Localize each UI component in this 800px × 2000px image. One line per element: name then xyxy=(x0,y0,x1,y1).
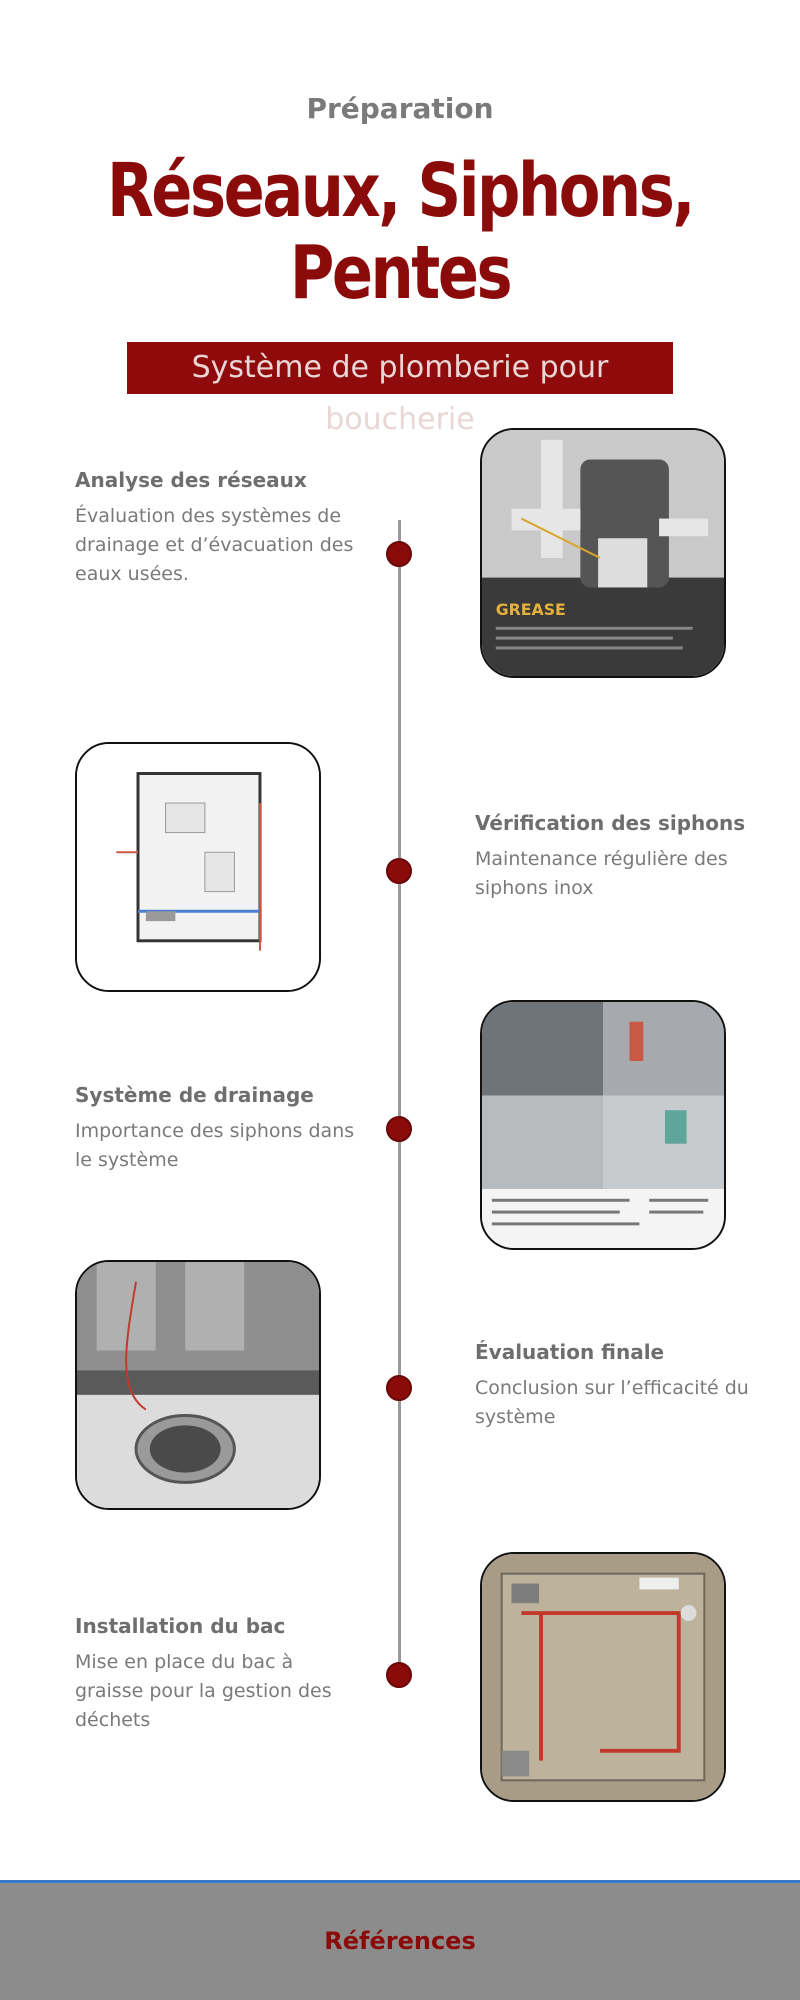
timeline-item-desc: Mise en place du bac à graisse pour la g… xyxy=(75,1651,332,1731)
grease-label: GREASE xyxy=(496,600,566,619)
timeline-dot-2 xyxy=(386,858,412,884)
plumbing-plan-image xyxy=(75,742,321,992)
grease-trap-image: GREASE xyxy=(480,428,726,678)
timeline-item-title: Évaluation finale xyxy=(475,1340,665,1364)
timeline-dot-5 xyxy=(386,1662,412,1688)
page-title-line2: Pentes xyxy=(289,230,513,316)
timeline-item-3: Système de drainage Importance des sipho… xyxy=(75,1083,365,1175)
timeline-item-title: Installation du bac xyxy=(75,1614,286,1638)
timeline-item-desc: Importance des siphons dans le système xyxy=(75,1120,355,1171)
timeline-item-1: Analyse des réseaux Évaluation des systè… xyxy=(75,468,365,589)
stainless-siphon-panel-image xyxy=(480,1000,726,1250)
timeline-item-title: Vérification des siphons xyxy=(475,811,746,835)
footer: Références xyxy=(0,1880,800,2000)
timeline-item-5: Installation du bac Mise en place du bac… xyxy=(75,1614,365,1735)
timeline-dot-3 xyxy=(386,1116,412,1142)
timeline-item-4: Évaluation finale Conclusion sur l’effic… xyxy=(475,1340,765,1432)
timeline-line xyxy=(398,520,401,1680)
timeline-dot-1 xyxy=(386,541,412,567)
timeline-item-title: Système de drainage xyxy=(75,1083,314,1107)
timeline-item-desc: Maintenance régulière des siphons inox xyxy=(475,848,728,899)
timeline-dot-4 xyxy=(386,1375,412,1401)
page-subtitle-banner: Système de plomberie pour boucherie xyxy=(127,342,673,437)
section-kicker: Préparation xyxy=(306,92,494,125)
timeline-item-desc: Conclusion sur l’efficacité du système xyxy=(475,1377,749,1428)
timeline-item-title: Analyse des réseaux xyxy=(75,468,307,492)
timeline-item-2: Vérification des siphons Maintenance rég… xyxy=(475,811,765,903)
page-title: Réseaux, Siphons, Pentes xyxy=(72,150,728,314)
page-title-line1: Réseaux, Siphons, xyxy=(107,148,695,234)
timeline-item-desc: Évaluation des systèmes de drainage et d… xyxy=(75,505,354,585)
floor-drain-image xyxy=(75,1260,321,1510)
references-link[interactable]: Références xyxy=(324,1927,476,1955)
room-piping-image xyxy=(480,1552,726,1802)
